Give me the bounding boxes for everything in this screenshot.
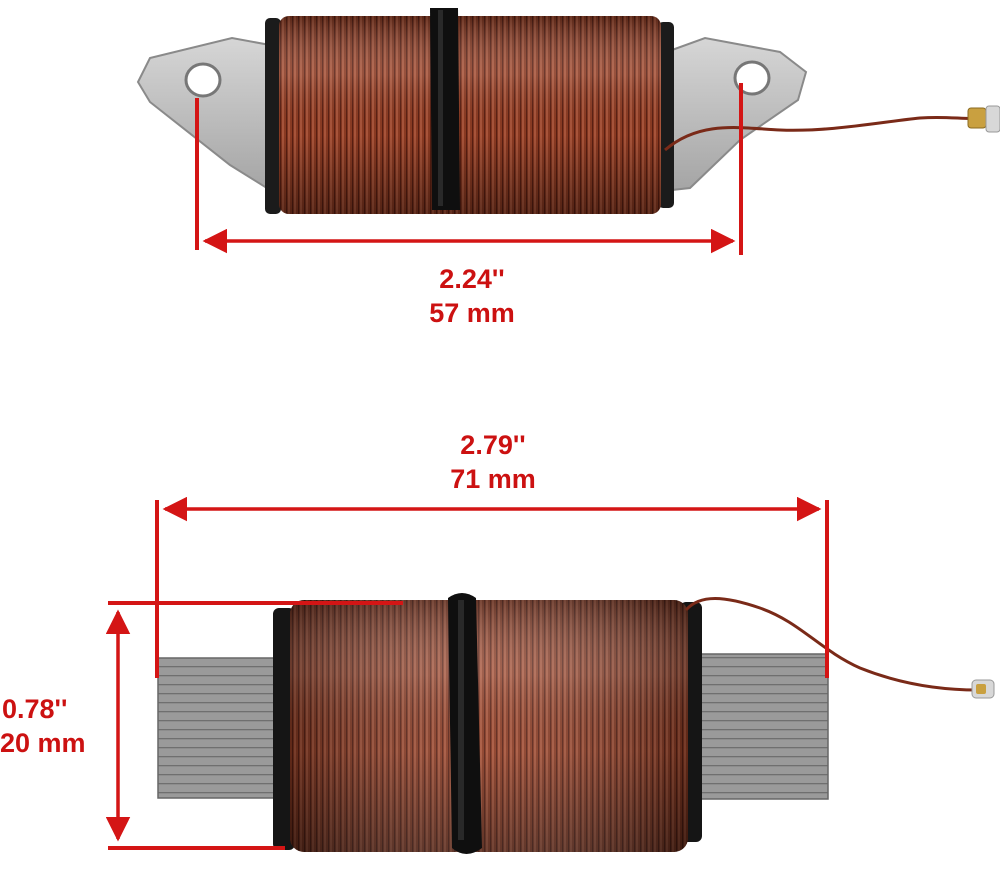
- right-mounting-hole: [733, 60, 771, 96]
- laminated-core-right: [694, 653, 829, 800]
- width-millimeters: 57 mm: [429, 298, 515, 328]
- length-inches: 2.79'': [460, 430, 526, 460]
- height-label-bottom: 0.78'' 20 mm: [0, 692, 120, 760]
- insulating-tape-band: [430, 8, 460, 210]
- height-inches: 0.78'': [2, 694, 68, 724]
- laminated-core-left: [157, 657, 279, 799]
- width-label-top: 2.24'' 57 mm: [372, 262, 572, 330]
- coil-side-view: [157, 593, 995, 854]
- dimension-length: [155, 496, 829, 678]
- length-millimeters: 71 mm: [450, 464, 536, 494]
- lead-wire: [664, 115, 986, 152]
- insulating-tape-band-side: [448, 593, 482, 854]
- width-inches: 2.24'': [439, 264, 505, 294]
- height-millimeters: 20 mm: [0, 728, 86, 758]
- lead-wire-side: [684, 597, 979, 692]
- length-label-bottom: 2.79'' 71 mm: [393, 428, 593, 496]
- dimension-width-top: [195, 83, 743, 255]
- dimension-height: [105, 601, 403, 850]
- left-mounting-hole: [184, 62, 222, 98]
- coil-top-view: [136, 8, 1000, 214]
- left-mounting-ear: [136, 36, 271, 192]
